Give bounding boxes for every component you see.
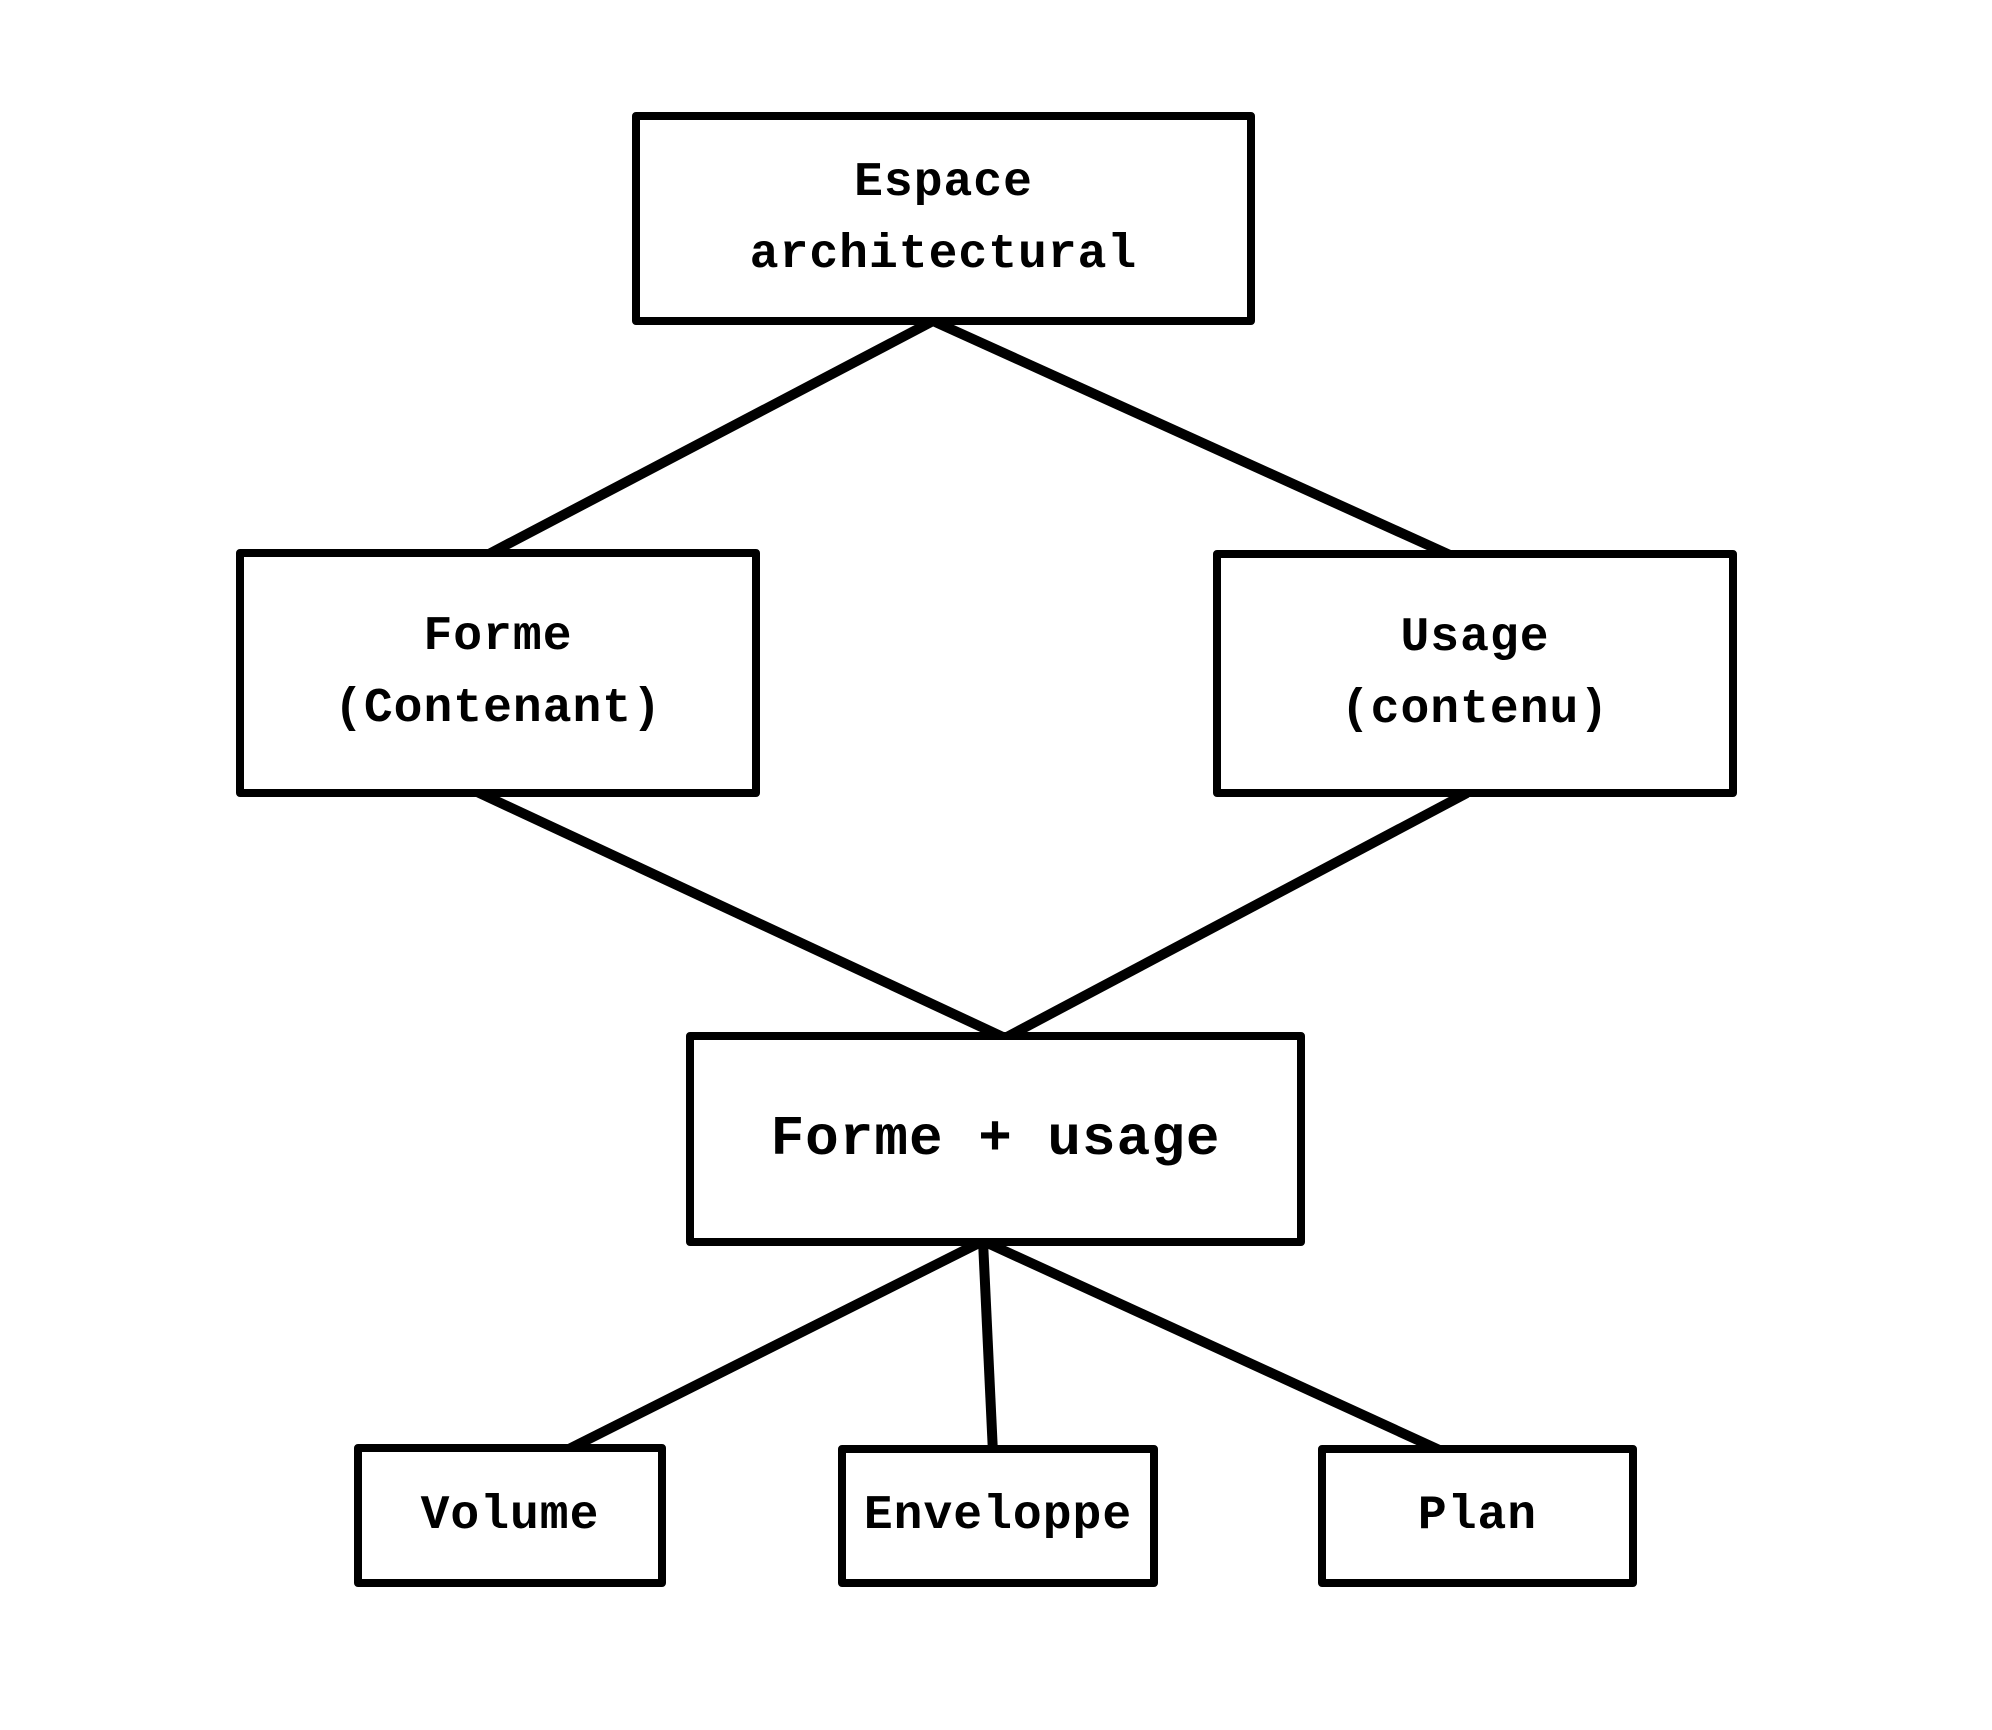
node-forme-label-line1: Forme (423, 610, 573, 664)
node-forme-label-line2: (Contenant) (334, 682, 662, 736)
node-usage-contenu: Usage (contenu) (1213, 550, 1737, 797)
edge-forme-usage-plan (980, 1236, 1449, 1458)
edge-forme-usage-volume (562, 1236, 986, 1456)
node-plan-label: Plan (1417, 1489, 1538, 1543)
edge-forme-forme-usage (472, 786, 1008, 1043)
edge-forme-usage-enveloppe (978, 1240, 998, 1454)
node-enveloppe-label: Enveloppe (863, 1489, 1133, 1543)
node-usage-label-line1: Usage (1400, 610, 1550, 665)
node-plan: Plan (1318, 1445, 1637, 1587)
node-enveloppe: Enveloppe (838, 1445, 1158, 1587)
node-forme-contenant: Forme (Contenant) (236, 549, 760, 797)
node-espace-label-line1: Espace (854, 155, 1033, 210)
node-volume-label: Volume (420, 1488, 600, 1543)
edge-usage-forme-usage (1002, 788, 1470, 1043)
node-forme-usage-label: Forme + usage (770, 1107, 1221, 1171)
node-usage-label-line2: (contenu) (1340, 682, 1610, 737)
node-forme-plus-usage: Forme + usage (686, 1032, 1305, 1246)
node-espace-architectural: Espace architectural (632, 112, 1255, 325)
node-espace-label-line2: architectural (749, 227, 1138, 282)
edge-espace-forme (484, 316, 936, 560)
edge-espace-usage (930, 316, 1453, 560)
node-volume: Volume (354, 1444, 666, 1587)
